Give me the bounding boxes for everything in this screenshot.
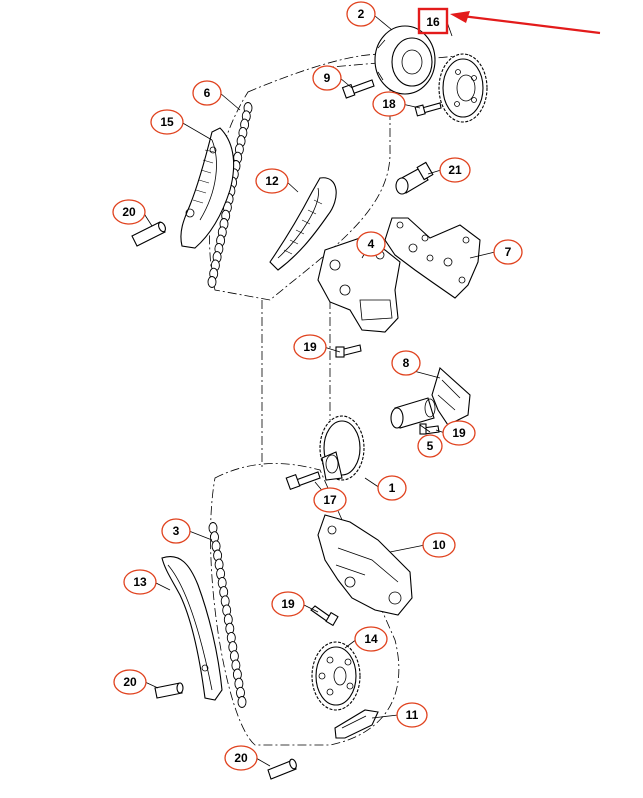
callout-1: 1 [377, 475, 407, 501]
svg-text:17: 17 [323, 493, 337, 507]
callout-18: 18 [372, 91, 406, 117]
callout-bubbles: 1 2 3 4 5 6 7 8 9 10 11 12 13 14 15 16 1… [112, 1, 523, 771]
bolt-19-upper-part [335, 344, 362, 358]
sensor-plug-part [395, 161, 434, 195]
callout-7: 7 [493, 239, 523, 265]
camshaft-adjuster-part [374, 25, 436, 95]
svg-text:18: 18 [382, 97, 396, 111]
chain-guide-clip-part [334, 709, 379, 739]
oil-pump-housing-part [317, 514, 413, 616]
callout-10: 10 [422, 532, 456, 558]
svg-text:1: 1 [389, 481, 396, 495]
svg-text:3: 3 [173, 524, 180, 538]
callout-3: 3 [161, 518, 191, 544]
callout-20-lower: 20 [224, 745, 258, 771]
svg-text:8: 8 [403, 356, 410, 370]
guide-pin-upper-part [131, 221, 166, 247]
callout-20-upper: 20 [112, 199, 146, 225]
callout-6: 6 [192, 80, 222, 106]
camshaft-sprocket-part [438, 53, 488, 123]
svg-text:20: 20 [234, 751, 248, 765]
callout-17: 17 [313, 487, 347, 513]
svg-text:19: 19 [303, 340, 317, 354]
svg-text:14: 14 [364, 632, 378, 646]
callout-19-right: 19 [442, 420, 476, 446]
bolt-part [341, 79, 375, 99]
svg-text:9: 9 [324, 71, 331, 85]
svg-text:7: 7 [505, 245, 512, 259]
lower-tensioning-rail-part [161, 556, 223, 701]
upper-tensioning-rail-part [180, 127, 235, 249]
callout-13: 13 [123, 569, 157, 595]
svg-text:10: 10 [432, 538, 446, 552]
chain-link [237, 696, 247, 708]
svg-text:2: 2 [358, 7, 365, 21]
highlight-box [417, 7, 449, 35]
highlight-annotation [417, 7, 601, 35]
crankshaft-sprocket-part [319, 415, 365, 481]
gasket-plate-part [384, 217, 481, 299]
bolt-19-right-part [419, 423, 440, 435]
callout-20-middle: 20 [113, 669, 147, 695]
lower-timing-chain-part [208, 522, 247, 708]
svg-text:19: 19 [452, 426, 466, 440]
small-bolt-part [414, 102, 442, 117]
callout-14: 14 [354, 626, 388, 652]
callout-16: 16 [426, 15, 440, 29]
callout-8: 8 [391, 350, 421, 376]
callout-19-lower: 19 [271, 591, 305, 617]
callout-15: 15 [150, 109, 184, 135]
tensioner-bracket-part [431, 367, 471, 426]
arrow-head-icon [450, 11, 470, 23]
svg-text:15: 15 [160, 115, 174, 129]
bolt-19-lower-part [310, 605, 339, 627]
svg-text:20: 20 [122, 205, 136, 219]
svg-text:6: 6 [204, 86, 211, 100]
lower-chain-path-outline [210, 463, 400, 746]
callout-12: 12 [255, 168, 289, 194]
oil-pump-sprocket-part [311, 641, 361, 711]
svg-text:13: 13 [133, 575, 147, 589]
crank-bolt-part [285, 471, 321, 491]
callout-5: 5 [417, 434, 443, 458]
svg-text:19: 19 [281, 597, 295, 611]
svg-text:12: 12 [265, 174, 279, 188]
callout-21: 21 [439, 157, 471, 183]
svg-text:21: 21 [448, 163, 462, 177]
guide-pin-middle-part [154, 682, 184, 699]
svg-text:4: 4 [368, 237, 375, 251]
chain-link [207, 276, 217, 288]
svg-text:16: 16 [426, 15, 440, 29]
callout-2: 2 [346, 1, 376, 27]
guide-rail-part [269, 177, 337, 271]
callout-9: 9 [312, 65, 342, 91]
svg-text:11: 11 [406, 708, 419, 722]
callout-19-upper: 19 [293, 334, 327, 360]
svg-text:20: 20 [123, 675, 137, 689]
guide-pin-lower-part [267, 758, 297, 780]
svg-text:5: 5 [427, 439, 434, 453]
highlight-arrow [461, 14, 601, 35]
callout-11: 11 [396, 702, 428, 728]
callout-4: 4 [356, 231, 386, 257]
chain-tensioner-part [390, 397, 436, 429]
